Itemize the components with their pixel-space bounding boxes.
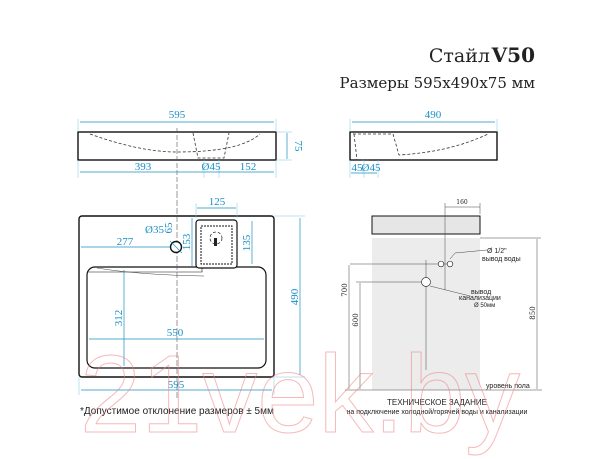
bowl-width-dim: 550	[167, 327, 184, 339]
water-label-2: вывод воды	[482, 256, 521, 263]
deck-depth-dim: 153	[181, 233, 193, 250]
drain-label-2: канализации	[459, 295, 501, 302]
height-850-dim: 850	[529, 306, 537, 319]
drain-label-1: вывод	[471, 289, 491, 296]
watermark: 21vek.by	[80, 333, 520, 456]
front-right-dim: 152	[240, 161, 257, 173]
hole-offset-dim: 65	[163, 222, 175, 234]
drain-outlet	[421, 277, 431, 287]
deck-inner-dim: 135	[241, 234, 253, 251]
bowl-depth-dim: 312	[113, 310, 125, 327]
front-drain-dim: Ø45	[202, 161, 221, 173]
install-width-dim: 160	[456, 199, 468, 206]
floor-label: уровень пола	[486, 383, 530, 390]
side-offset-dim: 45	[352, 162, 364, 174]
tech-heading: ТЕХНИЧЕСКОЕ ЗАДАНИЕ	[387, 398, 487, 407]
side-depth-dim: 490	[425, 109, 442, 121]
drain-label-3: Ø 50мм	[474, 303, 495, 309]
front-width-dim: 595	[169, 109, 186, 121]
top-view: Ø35 65 125 153 135 277 490 312 550 595	[78, 192, 305, 400]
size-line: Размеры 595x490x75 мм	[340, 74, 536, 92]
height-600-dim: 600	[352, 313, 360, 326]
tech-subheading: на подключение холодной/горячей воды и к…	[347, 408, 528, 416]
faucet-width-dim: 125	[209, 196, 226, 208]
front-view: 595 75 393 Ø45 152	[77, 109, 304, 192]
hole-x-dim: 277	[117, 236, 134, 248]
front-left-dim: 393	[135, 161, 152, 173]
hole-dia-dim: Ø35	[145, 224, 164, 236]
installation-scheme: 160 Ø 1/2" вывод воды вывод канализации …	[341, 199, 542, 416]
side-view: 490 45 Ø45	[349, 109, 498, 178]
model-prefix: Стайл	[429, 45, 490, 67]
height-700-dim: 700	[341, 283, 349, 296]
tolerance-note: *Допустимое отклонение размеров ± 5мм	[80, 406, 274, 417]
water-label-1: Ø 1/2"	[487, 248, 507, 255]
top-width-dim: 595	[168, 379, 185, 391]
front-height-dim: 75	[292, 141, 304, 153]
top-depth-dim: 490	[289, 288, 301, 305]
model-name: V50	[491, 43, 535, 67]
side-drain-dim: Ø45	[362, 162, 381, 174]
